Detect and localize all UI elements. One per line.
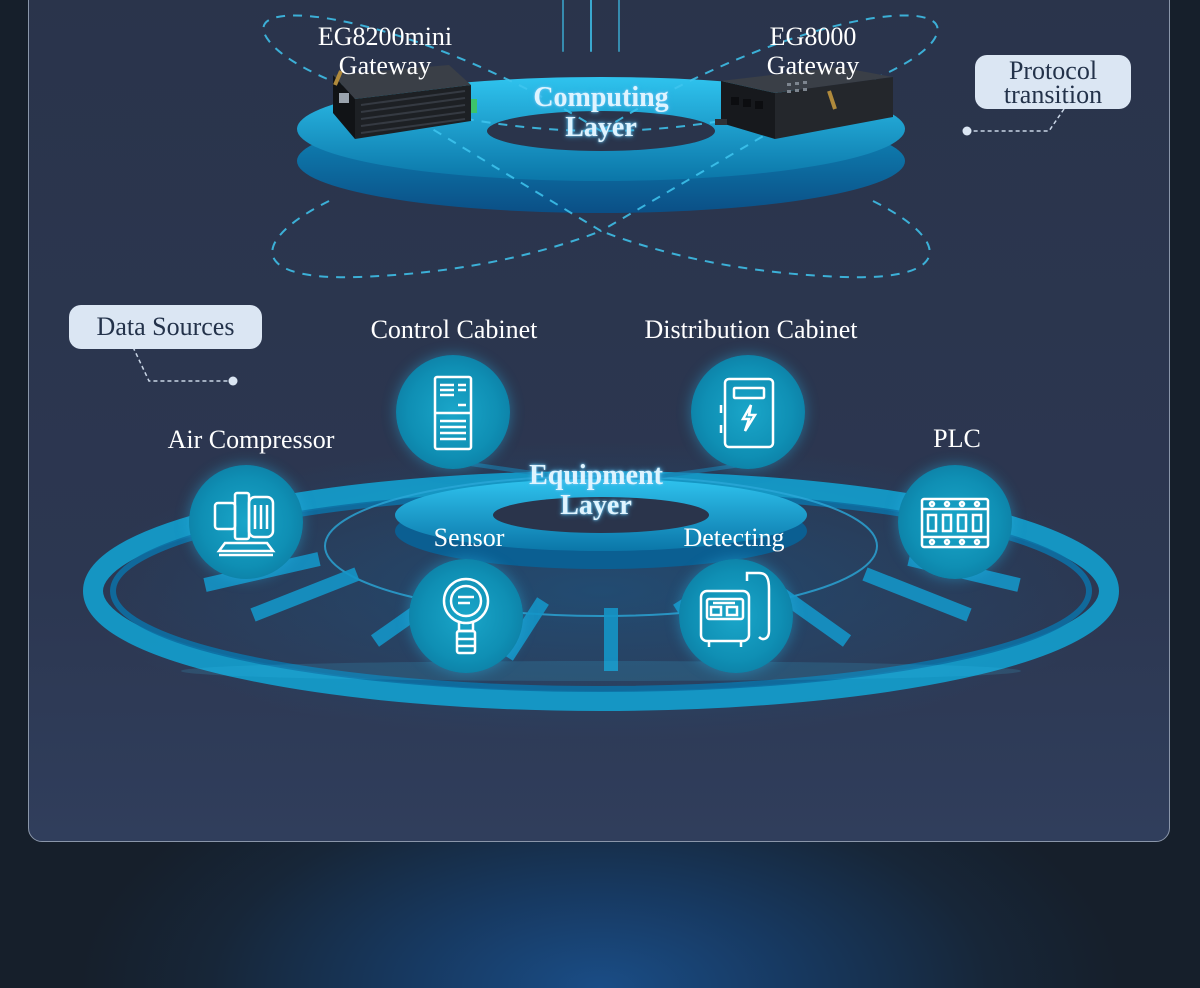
sensor-label: Sensor [433, 523, 505, 552]
computing-layer-title-line2: Layer [565, 112, 637, 143]
protocol-tag-line1: Protocol [1008, 56, 1098, 85]
tag-connectors [132, 108, 1065, 382]
data-beams [562, 0, 641, 463]
data-sources-tag-anchor [228, 376, 238, 386]
equipment-layer-title-line2: Layer [560, 490, 632, 521]
computing-layer-title-line1: Computing [533, 82, 669, 113]
control-cabinet-node [396, 355, 510, 469]
detecting-label: Detecting [683, 523, 785, 552]
control-cabinet-label: Control Cabinet [370, 315, 538, 344]
orbit-paths [262, 14, 939, 279]
equipment-layer-title-line1: Equipment [529, 460, 663, 491]
data-sources-tag-text: Data Sources [96, 312, 235, 341]
distribution-cabinet-icon [719, 377, 775, 449]
plc-node [898, 465, 1012, 579]
eg8000-device [715, 67, 893, 139]
protocol-transition-tag: Protocol transition [975, 55, 1131, 109]
protocol-tag-anchor [962, 126, 972, 136]
air-compressor-node [189, 465, 303, 579]
equipment-floor [81, 441, 1121, 741]
detecting-icon [699, 571, 771, 647]
control-cabinet-icon [433, 375, 473, 451]
plc-label: PLC [933, 424, 981, 453]
sensor-icon [442, 577, 490, 655]
air-compressor-icon [213, 491, 276, 557]
air-compressor-label: Air Compressor [167, 425, 335, 454]
protocol-tag-line2: transition [1003, 80, 1103, 109]
eg8200mini-device [333, 65, 477, 139]
diagram-panel: EG8200mini Gateway EG8000 Gateway Comput… [28, 0, 1170, 842]
eg8200mini-label-line2: Gateway [338, 51, 432, 80]
detecting-node [679, 559, 793, 673]
equipment-platform [395, 479, 807, 569]
computing-layer-title: Computing Layer [491, 83, 711, 143]
equipment-layer-title: Equipment Layer [491, 461, 701, 521]
distribution-cabinet-label: Distribution Cabinet [644, 315, 858, 344]
plc-icon [920, 497, 990, 549]
eg8000-label-line1: EG8000 [769, 22, 857, 51]
eg8000-label-line2: Gateway [766, 51, 860, 80]
diagram-graphics [81, 0, 1121, 741]
distribution-cabinet-node [691, 355, 805, 469]
sensor-node [409, 559, 523, 673]
eg8200mini-label: EG8200mini Gateway [285, 22, 485, 80]
data-sources-tag: Data Sources [69, 305, 262, 349]
eg8200mini-label-line1: EG8200mini [317, 22, 453, 51]
eg8000-label: EG8000 Gateway [713, 22, 913, 80]
